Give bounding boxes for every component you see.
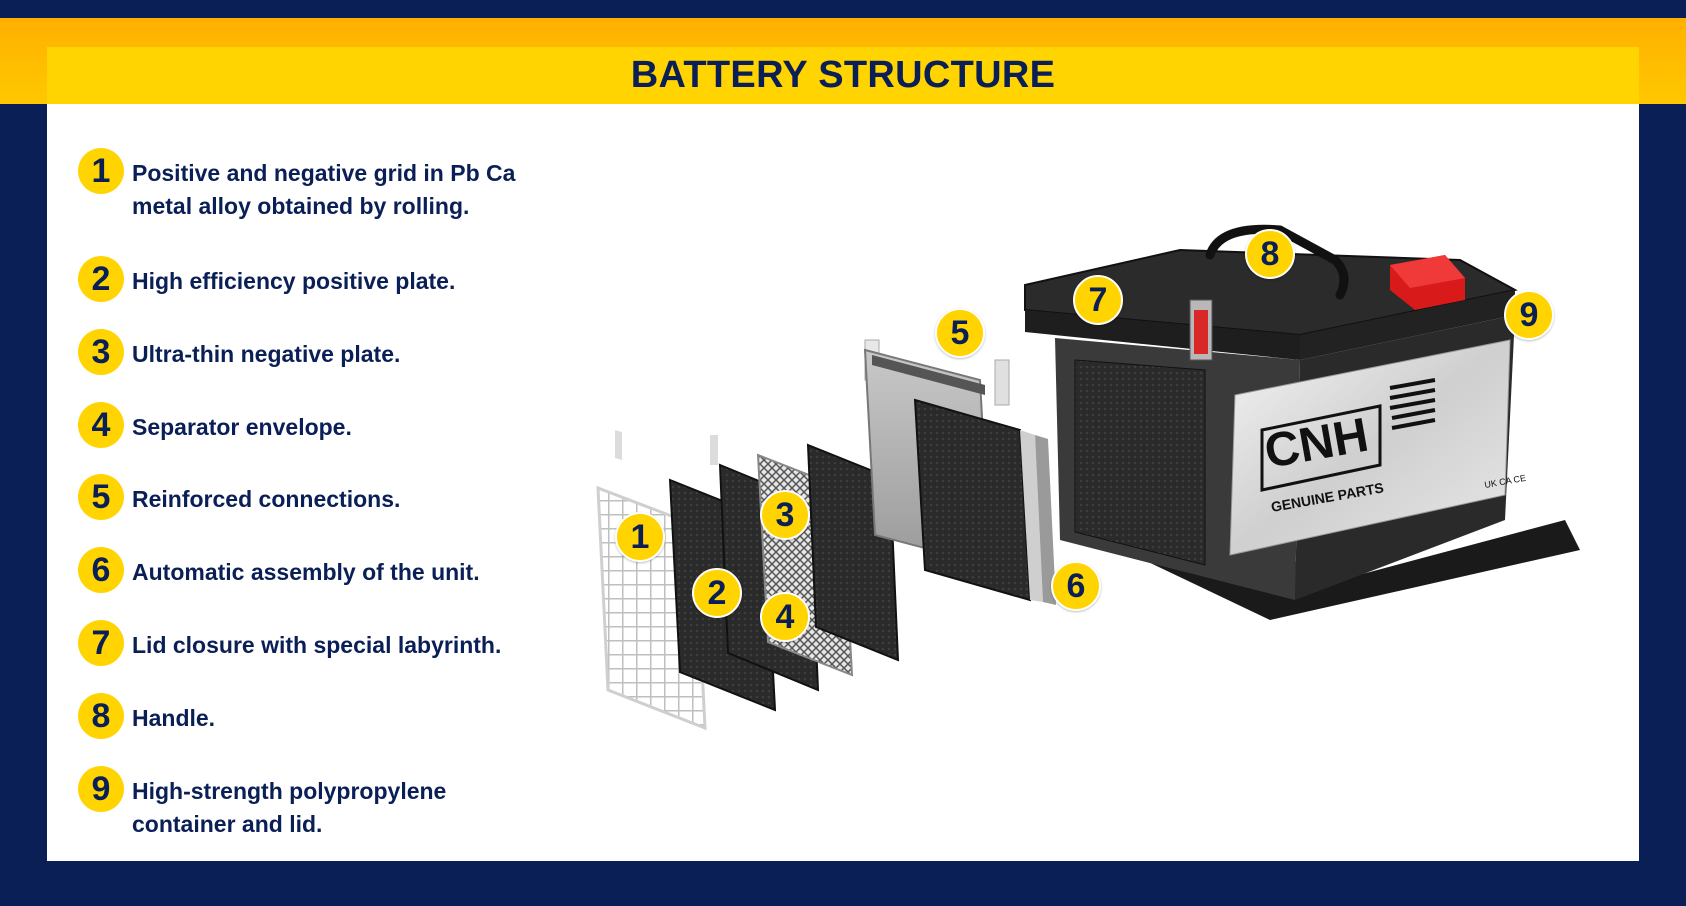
list-item: 5 Reinforced connections. (78, 474, 552, 520)
callout-5: 5 (935, 308, 985, 358)
list-item: 1 Positive and negative grid in Pb Ca me… (78, 148, 552, 223)
list-item-text: Handle. (132, 705, 216, 731)
number-badge: 3 (78, 329, 124, 375)
title-bar: BATTERY STRUCTURE (47, 47, 1639, 104)
list-item: 3 Ultra-thin negative plate. (78, 329, 552, 375)
list-item: 2 High efficiency positive plate. (78, 256, 552, 302)
list-item-text: Lid closure with special labyrinth. (132, 632, 502, 658)
callout-8: 8 (1245, 229, 1295, 279)
number-badge: 1 (78, 148, 124, 194)
list-item-text: Separator envelope. (132, 414, 352, 440)
list-item-text: High-strength polypropylene container an… (132, 778, 447, 837)
list-item-text: Ultra-thin negative plate. (132, 341, 401, 367)
callout-9: 9 (1504, 290, 1554, 340)
list-item: 6 Automatic assembly of the unit. (78, 547, 552, 593)
callout-1: 1 (615, 512, 665, 562)
battery-case (1024, 224, 1580, 620)
callout-7: 7 (1073, 275, 1123, 325)
number-badge: 6 (78, 547, 124, 593)
number-badge: 9 (78, 766, 124, 812)
number-badge: 5 (78, 474, 124, 520)
number-badge: 2 (78, 256, 124, 302)
list-item: 9 High-strength polypropylene container … (78, 766, 552, 841)
list-item: 7 Lid closure with special labyrinth. (78, 620, 552, 666)
list-item-text: Reinforced connections. (132, 486, 401, 512)
battery-diagram: CNH GENUINE PARTS UK CA CE 1 2 3 4 5 6 7… (580, 220, 1590, 740)
callout-6: 6 (1051, 561, 1101, 611)
list-item: 8 Handle. (78, 693, 552, 739)
assembled-unit (913, 359, 1056, 605)
list-item-text: Automatic assembly of the unit. (132, 559, 480, 585)
battery-illustration: CNH GENUINE PARTS UK CA CE (596, 224, 1580, 731)
callout-4: 4 (760, 592, 810, 642)
callout-2: 2 (692, 568, 742, 618)
number-badge: 7 (78, 620, 124, 666)
list-item-text: High efficiency positive plate. (132, 268, 456, 294)
number-badge: 4 (78, 402, 124, 448)
list-item-text: Positive and negative grid in Pb Ca meta… (132, 160, 516, 219)
callout-3: 3 (760, 490, 810, 540)
number-badge: 8 (78, 693, 124, 739)
list-item: 4 Separator envelope. (78, 402, 552, 448)
page-title: BATTERY STRUCTURE (630, 54, 1056, 96)
